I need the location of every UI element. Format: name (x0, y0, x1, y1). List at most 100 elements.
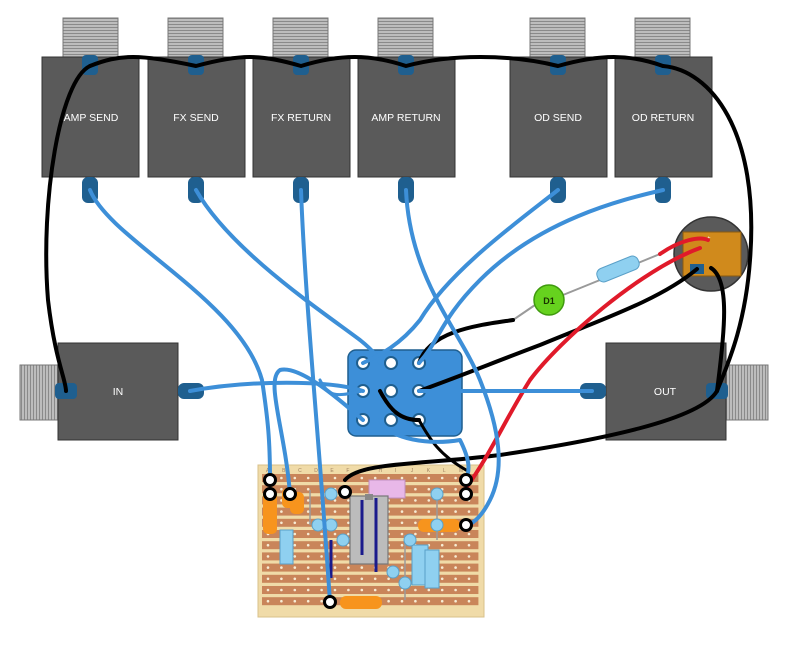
jack-label-amp-return: AMP RETURN (371, 112, 440, 124)
board-hole (400, 510, 404, 513)
footswitch-lugs (356, 356, 426, 427)
jack-body (252, 56, 351, 178)
board-hole (440, 577, 444, 581)
board-hole (387, 577, 390, 581)
board-hole (414, 521, 417, 525)
board-hole (454, 588, 457, 592)
column-label: M (459, 468, 463, 474)
jack-fx-return: FX RETURN (252, 17, 351, 203)
board-hole (293, 577, 297, 581)
board-hole (266, 543, 270, 547)
board-hole (347, 510, 350, 513)
jack-body (147, 56, 246, 178)
board-hole (293, 555, 297, 558)
board-hole (414, 510, 417, 513)
board-hole (333, 543, 337, 547)
board-hole (440, 555, 444, 558)
board-hole (306, 588, 310, 592)
ic-chip (349, 495, 389, 565)
footswitch-lug (384, 413, 398, 427)
board-hole (320, 555, 323, 558)
jack-od-return: OD RETURN (614, 17, 713, 203)
board-hole (427, 532, 431, 536)
od-send-wire (361, 188, 560, 365)
amp-send-wire (88, 188, 272, 482)
board-hole (427, 510, 431, 513)
ground-wire-board (343, 389, 719, 482)
jack-amp-return: AMP RETURN (357, 17, 456, 203)
board-hole (266, 566, 270, 569)
jack-label-od-send: OD SEND (534, 112, 582, 124)
column-label: C (298, 468, 302, 474)
board-hole (440, 588, 444, 592)
jack-in: IN (19, 342, 204, 441)
footswitch-lug (384, 356, 398, 370)
ground-wire-dc (709, 266, 727, 393)
jack-label-out: OUT (654, 386, 677, 398)
board-hole (414, 599, 417, 603)
board-hole (360, 566, 364, 569)
column-label: E (330, 468, 334, 474)
board-hole (333, 476, 337, 480)
board-hole (280, 521, 283, 525)
jack-od-send: OD SEND (509, 17, 608, 203)
jack-fx-send: FX SEND (147, 17, 246, 203)
column-label: L (443, 468, 446, 474)
input-wire (188, 380, 365, 393)
board-hole (427, 476, 431, 480)
board-hole (454, 510, 457, 513)
board-hole (360, 487, 364, 491)
board-hole (320, 599, 323, 603)
board-hole (360, 577, 364, 581)
jack-body (41, 56, 140, 178)
board-hole (454, 543, 457, 547)
jack-body (357, 56, 456, 178)
switch-ground-wire (417, 267, 699, 393)
board-hole (400, 521, 404, 525)
board-hole (373, 476, 377, 480)
board-hole (400, 543, 404, 547)
board-hole (306, 555, 310, 558)
board-hole (347, 532, 350, 536)
board-hole (280, 510, 283, 513)
board-hole (400, 499, 404, 502)
board-hole (347, 555, 350, 558)
board-hole (306, 499, 310, 502)
board-hole (306, 532, 310, 536)
board-hole (454, 487, 457, 491)
board-hole (306, 599, 310, 603)
column-label: J (411, 468, 414, 474)
board-hole (440, 532, 444, 536)
board-hole (333, 566, 337, 569)
board-hole (266, 555, 270, 558)
jack-label-amp-send: AMP SEND (64, 112, 119, 124)
board-hole (347, 588, 350, 592)
ceramic-capacitor-8 (430, 518, 444, 532)
board-hole (414, 476, 417, 480)
board-hole (467, 588, 471, 592)
led-ground-wire (417, 318, 515, 365)
board-hole (360, 476, 364, 480)
column-label: I (395, 468, 396, 474)
switch-jumper-wire (378, 389, 421, 422)
column-label: D (314, 468, 318, 474)
board-hole (293, 476, 297, 480)
film-capacitor (279, 529, 294, 565)
board-hole (454, 499, 457, 502)
board-hole (387, 476, 390, 480)
board-hole (306, 476, 310, 480)
copper-strip (262, 563, 479, 572)
board-hole (320, 577, 323, 581)
board-hole (293, 532, 297, 536)
board-hole (427, 599, 431, 603)
wires (44, 55, 754, 604)
board-hole (414, 487, 417, 491)
board-hole (440, 510, 444, 513)
led-power-wire (658, 236, 710, 256)
column-label: F (346, 468, 349, 474)
jack-knurl (62, 17, 119, 61)
ground-wire-out (661, 64, 754, 393)
switch-loop-wire (318, 378, 365, 397)
jack-knurl (529, 17, 586, 61)
board-hole (454, 577, 457, 581)
